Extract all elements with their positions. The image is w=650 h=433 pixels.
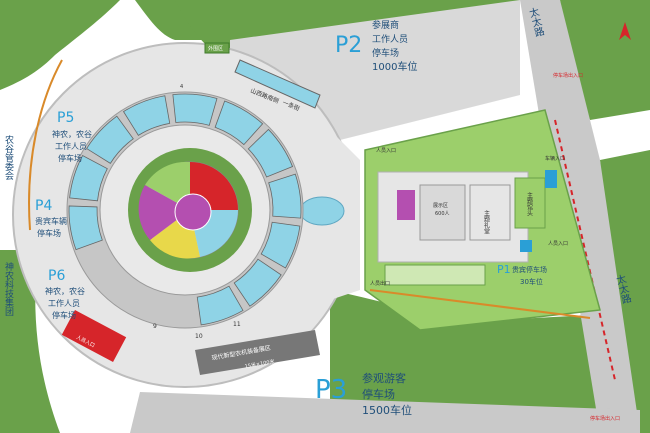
- road-south: [130, 392, 640, 433]
- outer-number-9: 9: [153, 323, 157, 330]
- outer-number-10: 10: [195, 333, 203, 340]
- exhibition-hall: [214, 100, 264, 146]
- p5-code: P5: [57, 110, 74, 126]
- grass-left: [0, 250, 60, 433]
- p2-code: P2: [335, 33, 362, 58]
- outer-number-11: 11: [233, 321, 241, 328]
- grass-bottom: [330, 290, 600, 433]
- p1-line2: 30车位: [520, 277, 543, 286]
- p3-code: P3: [315, 375, 347, 405]
- p3-line2: 停车场: [362, 387, 395, 401]
- p4-line2: 停车场: [37, 228, 61, 238]
- p6-line3: 停车场: [52, 310, 76, 320]
- north-arrow-icon: [619, 22, 631, 40]
- p3-capacity: 1500车位: [362, 403, 412, 417]
- hall-capacity: 600人: [435, 211, 450, 217]
- core-sector-green: [145, 161, 190, 210]
- p2-capacity: 1000车位: [372, 60, 417, 73]
- p4-code: P4: [35, 198, 52, 214]
- side-stage-label: 主题馆头: [526, 191, 533, 217]
- exhibition-hall: [68, 205, 103, 251]
- vip-purple-room: [397, 190, 415, 220]
- p1-code: P1: [497, 263, 511, 276]
- p2-line1: 参展商: [372, 19, 399, 31]
- boundary-line-south: [369, 289, 591, 319]
- p2-line2: 工作人员: [372, 33, 408, 45]
- road-taiyuan: [520, 0, 640, 433]
- p6-line2: 工作人员: [48, 298, 80, 308]
- lake: [299, 196, 345, 226]
- exhibition-hall: [196, 285, 244, 326]
- boundary-arc-left: [28, 59, 63, 231]
- exhibition-halls: [68, 93, 302, 326]
- vip-parking-slots: [384, 264, 486, 286]
- p5-line2: 工作人员: [55, 141, 87, 151]
- exhibition-hall: [172, 93, 218, 126]
- pavilion-label: 外围区: [208, 45, 223, 52]
- outer-number-4: 4: [180, 84, 183, 90]
- side-stage: [514, 177, 546, 229]
- vip-hall: [419, 184, 466, 241]
- p1-line1: 贵宾停车场: [512, 265, 547, 274]
- exhibition-hall: [247, 128, 294, 178]
- bottom-equipment-strip: [195, 330, 320, 375]
- vip-blue-box-2: [520, 240, 532, 252]
- grass-top-left-2: [0, 0, 120, 90]
- left-label-top: 农谷管委会: [3, 134, 14, 181]
- exhibition-hall: [233, 258, 282, 307]
- main-stage-label: 主题礼堂: [483, 209, 490, 234]
- exhibition-hall: [122, 95, 171, 136]
- main-stage-building: [469, 184, 511, 241]
- p6-code: P6: [48, 268, 65, 284]
- north-strip-block: [204, 42, 230, 54]
- p3-line1: 参观游客: [362, 371, 406, 385]
- left-label-bottom: 神农科技集团: [3, 261, 14, 317]
- p4-line1: 贵宾车辆: [35, 216, 67, 226]
- hall-label: 展示区: [433, 203, 448, 209]
- red-entrance-box: [61, 310, 127, 362]
- entry-label-bottom: 停车场出入口: [590, 415, 620, 422]
- vip-in-2: 人员出口: [370, 280, 390, 287]
- p5-line1: 神农，农谷: [52, 129, 92, 139]
- p2-line3: 停车场: [372, 47, 399, 59]
- grass-top-left: [0, 0, 230, 40]
- entry-label-top: 停车场出入口: [553, 72, 583, 79]
- exhibition-hall: [268, 173, 302, 219]
- exhibition-hall: [86, 115, 134, 164]
- exhibition-hall: [69, 154, 108, 202]
- p6-line1: 神农，农谷: [45, 286, 85, 296]
- p5-line3: 停车场: [58, 153, 82, 163]
- core-sector-purple: [138, 185, 190, 240]
- exhibition-hall: [260, 221, 301, 269]
- vip-in-3: 人员入口: [548, 241, 568, 247]
- vip-in-1: 人员入口: [376, 148, 396, 154]
- vip-blue-box-1: [545, 170, 557, 188]
- vip-in-4: 车辆入口: [545, 155, 565, 162]
- north-strip-shops: [234, 59, 321, 109]
- core-center: [174, 193, 212, 231]
- grass-right: [600, 150, 650, 433]
